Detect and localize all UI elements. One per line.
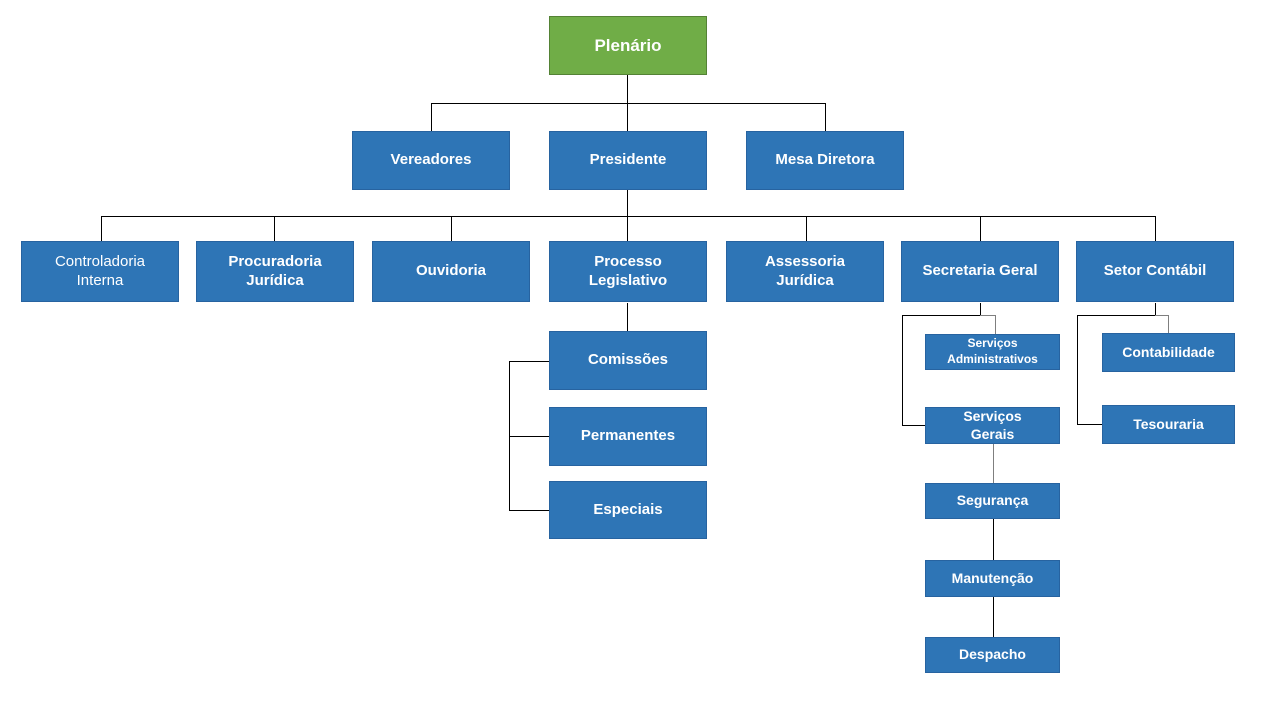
connector-line <box>1077 315 1155 316</box>
connector-line <box>101 216 1156 217</box>
connector-line <box>1155 216 1156 241</box>
connector-line <box>993 597 994 637</box>
connector-line <box>451 216 452 241</box>
connector-line <box>431 103 432 131</box>
connector-line <box>1155 303 1156 315</box>
node-despacho: Despacho <box>925 637 1060 673</box>
connector-line <box>980 315 995 316</box>
node-seguranca: Segurança <box>925 483 1060 519</box>
connector-line <box>806 216 807 241</box>
node-tesouraria: Tesouraria <box>1102 405 1235 444</box>
node-especiais: Especiais <box>549 481 707 539</box>
connector-line <box>1077 424 1102 425</box>
node-servicos-gerais: Serviços Gerais <box>925 407 1060 444</box>
connector-line <box>627 190 628 241</box>
node-vereadores: Vereadores <box>352 131 510 190</box>
node-controladoria-interna: Controladoria Interna <box>21 241 179 302</box>
connector-line <box>101 216 102 241</box>
connector-line <box>509 436 549 437</box>
connector-line <box>509 361 549 362</box>
node-presidente: Presidente <box>549 131 707 190</box>
connector-line <box>902 315 903 425</box>
node-processo-legislativo: Processo Legislativo <box>549 241 707 302</box>
connector-line <box>509 510 549 511</box>
node-setor-contabil: Setor Contábil <box>1076 241 1234 302</box>
node-secretaria-geral: Secretaria Geral <box>901 241 1059 302</box>
connector-line <box>993 444 994 483</box>
node-procuradoria-juridica: Procuradoria Jurídica <box>196 241 354 302</box>
connector-line <box>902 425 925 426</box>
connector-line <box>1155 315 1169 316</box>
node-manutencao: Manutenção <box>925 560 1060 597</box>
connector-line <box>274 216 275 241</box>
connector-line <box>825 103 826 131</box>
connector-line <box>980 216 981 241</box>
node-plenario: Plenário <box>549 16 707 75</box>
node-permanentes: Permanentes <box>549 407 707 466</box>
connector-line <box>509 361 510 510</box>
connector-line <box>980 303 981 315</box>
connector-line <box>627 303 628 331</box>
node-assessoria-juridica: Assessoria Jurídica <box>726 241 884 302</box>
connector-line <box>995 315 996 334</box>
node-mesa-diretora: Mesa Diretora <box>746 131 904 190</box>
node-ouvidoria: Ouvidoria <box>372 241 530 302</box>
node-contabilidade: Contabilidade <box>1102 333 1235 372</box>
connector-line <box>431 103 826 104</box>
connector-line <box>902 315 980 316</box>
connector-line <box>1168 315 1169 333</box>
connector-line <box>993 519 994 560</box>
connector-line <box>1077 315 1078 424</box>
node-servicos-administrativos: Serviços Administrativos <box>925 334 1060 370</box>
node-comissoes: Comissões <box>549 331 707 390</box>
